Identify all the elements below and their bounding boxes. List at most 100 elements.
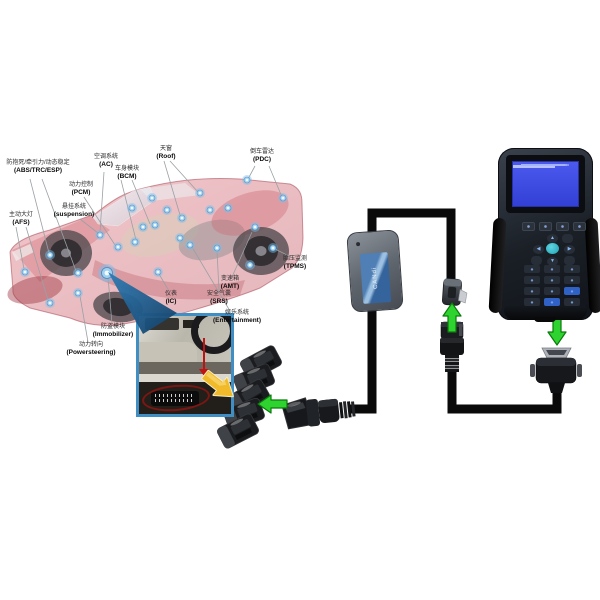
round-connector-female xyxy=(441,278,468,306)
keypad-key[interactable] xyxy=(524,298,540,306)
car-label-bcm-zh: 车身模块 xyxy=(114,166,139,172)
keypad-key[interactable] xyxy=(544,287,560,295)
keypad-key[interactable] xyxy=(564,298,580,306)
help-key[interactable] xyxy=(564,256,575,265)
left-arrow-key[interactable]: ◀ xyxy=(533,245,544,254)
obd-port-inset-photo xyxy=(136,313,234,417)
car-label-entertainment-zh: 娱乐系统 xyxy=(224,310,249,316)
obd-pin-row-2 xyxy=(155,399,195,402)
interface-box-label: CANdi xyxy=(359,252,392,304)
car-label-pcm-zh: 动力控制 xyxy=(68,182,93,188)
function-key-1[interactable] xyxy=(522,222,535,231)
function-key-4[interactable] xyxy=(573,222,586,231)
keypad-key-highlight[interactable] xyxy=(564,287,580,295)
inset-obd-port xyxy=(151,391,199,406)
car-label-immobilizer-en: (Immobilizer) xyxy=(92,331,134,338)
scanner-screen-bezel xyxy=(506,155,585,213)
car-label-immobilizer: 防盗模块 (Immobilizer) xyxy=(81,324,145,338)
car-label-abs-zh: 防抱死/牵引力/动态稳定 xyxy=(6,160,70,166)
car-label-srs-en: (SRS) xyxy=(210,298,228,305)
keypad-key[interactable] xyxy=(564,276,580,284)
up-arrow-key[interactable]: ▲ xyxy=(547,234,558,243)
car-label-srs: 安全气囊 (SRS) xyxy=(199,291,239,305)
car-label-suspension-zh: 悬挂系统 xyxy=(61,204,86,210)
red-locator-arrow-line xyxy=(203,338,205,370)
keypad-key[interactable] xyxy=(524,287,540,295)
car-label-tpms-en: (TPMS) xyxy=(283,263,307,270)
scanner-screen xyxy=(512,161,579,207)
inset-under-dash xyxy=(139,362,231,374)
car-label-pdc: 倒车雷达 (PDC) xyxy=(242,149,282,163)
green-left-arrow-icon xyxy=(257,394,288,414)
car-label-srs-zh: 安全气囊 xyxy=(206,291,231,297)
car-label-powersteering: 动力转向 (Powersteering) xyxy=(59,342,123,356)
inset-obd-area-photo xyxy=(139,382,231,414)
inset-dashboard-photo xyxy=(139,316,231,374)
screen-text-line xyxy=(521,164,561,166)
obd-location-dot xyxy=(98,264,116,282)
car-label-roof-en: (Roof) xyxy=(156,153,176,160)
car-label-ic: 仪表 (IC) xyxy=(153,291,189,305)
keypad-key[interactable] xyxy=(524,276,540,284)
db15-connector xyxy=(530,347,582,393)
scanner-vci-port xyxy=(534,317,556,322)
interface-to-scanner-cable xyxy=(447,371,562,414)
right-arrow-key[interactable]: ▶ xyxy=(564,245,575,254)
car-label-suspension: 悬挂系统 (suspension) xyxy=(42,204,106,218)
down-arrow-key[interactable]: ▼ xyxy=(547,257,558,266)
car-label-abs: 防抱死/牵引力/动态稳定 (ABS/TRC/ESP) xyxy=(0,160,76,174)
car-label-powersteering-zh: 动力转向 xyxy=(78,342,103,348)
car-label-amt: 变速箱 (AMT) xyxy=(210,276,250,290)
car-label-abs-en: (ABS/TRC/ESP) xyxy=(13,167,63,174)
function-key-2[interactable] xyxy=(539,222,552,231)
green-up-arrow-icon xyxy=(442,302,462,333)
car-label-afs: 主动大灯 (AFS) xyxy=(1,212,41,226)
car-label-entertainment-en: (Entertainment) xyxy=(212,317,262,324)
screen-title-bar xyxy=(513,165,555,168)
function-key-3[interactable] xyxy=(556,222,569,231)
car-label-afs-zh: 主动大灯 xyxy=(8,212,33,218)
select-key[interactable] xyxy=(546,243,559,254)
tech2-scanner: ▲ ◀ ▶ ▼ xyxy=(488,148,600,322)
car-label-powersteering-en: (Powersteering) xyxy=(66,349,116,356)
car-label-afs-en: (AFS) xyxy=(12,219,30,226)
car-label-pcm-en: (PCM) xyxy=(71,189,91,196)
car-label-roof-zh: 天窗 xyxy=(159,146,172,152)
car-label-amt-en: (AMT) xyxy=(220,283,240,290)
exit-key[interactable] xyxy=(562,234,573,243)
numeric-keypad xyxy=(524,265,580,306)
keypad-key-highlight[interactable] xyxy=(544,298,560,306)
keypad-key[interactable] xyxy=(564,265,580,273)
inset-console xyxy=(145,318,179,330)
car-label-pdc-zh: 倒车雷达 xyxy=(249,149,274,155)
car-label-immobilizer-zh: 防盗模块 xyxy=(100,324,125,330)
car-label-ic-en: (IC) xyxy=(165,298,177,305)
car-label-bcm-en: (BCM) xyxy=(117,173,137,180)
interface-box-label-text: CANdi xyxy=(371,266,380,290)
car-label-bcm: 车身模块 (BCM) xyxy=(107,166,147,180)
car-label-roof: 天窗 (Roof) xyxy=(146,146,186,160)
function-key-row xyxy=(522,222,586,231)
interface-box-led xyxy=(355,241,361,247)
scanner-right-handle xyxy=(584,217,600,314)
round-connector-male xyxy=(440,321,464,372)
car-label-suspension-en: (suspension) xyxy=(53,211,95,218)
car-label-entertainment: 娱乐系统 (Entertainment) xyxy=(205,310,269,324)
car-label-tpms: 胎压监测 (TPMS) xyxy=(273,256,317,270)
car-label-ac-zh: 空调系统 xyxy=(93,154,118,160)
obd16-connector xyxy=(281,397,356,430)
shift-key[interactable] xyxy=(531,256,542,265)
car-label-pdc-en: (PDC) xyxy=(252,156,272,163)
car-label-ic-zh: 仪表 xyxy=(164,291,177,297)
interface-box: CANdi xyxy=(346,229,404,313)
car-label-pcm: 动力控制 (PCM) xyxy=(61,182,101,196)
obd-pin-row-1 xyxy=(155,394,195,397)
scanner-left-handle xyxy=(488,217,507,314)
car-label-amt-zh: 变速箱 xyxy=(220,276,239,282)
keypad-key[interactable] xyxy=(524,265,540,273)
keypad-key[interactable] xyxy=(544,276,560,284)
red-locator-arrow-head xyxy=(199,369,209,381)
car-label-tpms-zh: 胎压监测 xyxy=(282,256,307,262)
keypad-key[interactable] xyxy=(544,265,560,273)
